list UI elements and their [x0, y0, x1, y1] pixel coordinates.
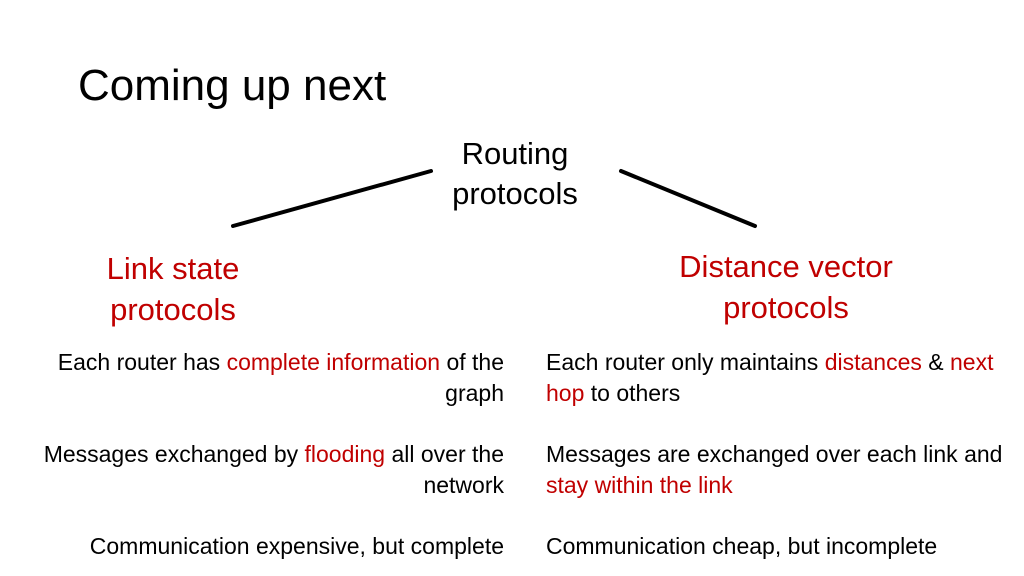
heading-distance-vector-line-2: protocols	[723, 290, 849, 325]
point-text: all over the network	[385, 441, 504, 498]
point-text: to others	[584, 380, 681, 406]
root-node-routing-protocols: Routing protocols	[415, 134, 615, 214]
distance-vector-point-distances: Each router only maintains distances & n…	[546, 347, 1006, 409]
heading-link-state-line-2: protocols	[110, 292, 236, 327]
heading-distance-vector: Distance vector protocols	[640, 246, 932, 328]
branch-line-right	[619, 169, 757, 228]
distance-vector-point-stay-within-link: Messages are exchanged over each link an…	[546, 439, 1006, 501]
root-node-line-2: protocols	[452, 176, 578, 211]
distance-vector-points: Each router only maintains distances & n…	[546, 347, 1006, 562]
point-highlight: stay within the link	[546, 472, 733, 498]
page-title: Coming up next	[78, 61, 387, 110]
point-text: Each router only maintains	[546, 349, 825, 375]
point-highlight: flooding	[304, 441, 386, 467]
point-highlight: next hop	[546, 349, 994, 406]
link-state-point-complete-info: Each router has complete information of …	[20, 347, 504, 409]
link-state-point-flooding: Messages exchanged by flooding all over …	[20, 439, 504, 501]
heading-link-state-line-1: Link state	[106, 251, 240, 286]
point-text: Communication cheap, but incomplete	[546, 533, 938, 559]
heading-link-state: Link state protocols	[60, 248, 286, 330]
point-text: Messages are exchanged over each link an…	[546, 441, 1003, 467]
point-text: Messages exchanged by	[43, 441, 305, 467]
point-text: Each router has	[57, 349, 227, 375]
link-state-point-communication: Communication expensive, but complete	[20, 531, 504, 562]
point-highlight: complete information	[226, 349, 441, 375]
link-state-points: Each router has complete information of …	[20, 347, 504, 562]
point-highlight: distances	[824, 349, 922, 375]
point-text: Communication expensive, but complete	[89, 533, 504, 559]
branch-line-left	[231, 169, 433, 228]
heading-distance-vector-line-1: Distance vector	[679, 249, 893, 284]
root-node-line-1: Routing	[461, 136, 569, 171]
point-text: &	[921, 349, 950, 375]
point-text: of the graph	[440, 349, 504, 406]
distance-vector-point-communication: Communication cheap, but incomplete	[546, 531, 1006, 562]
